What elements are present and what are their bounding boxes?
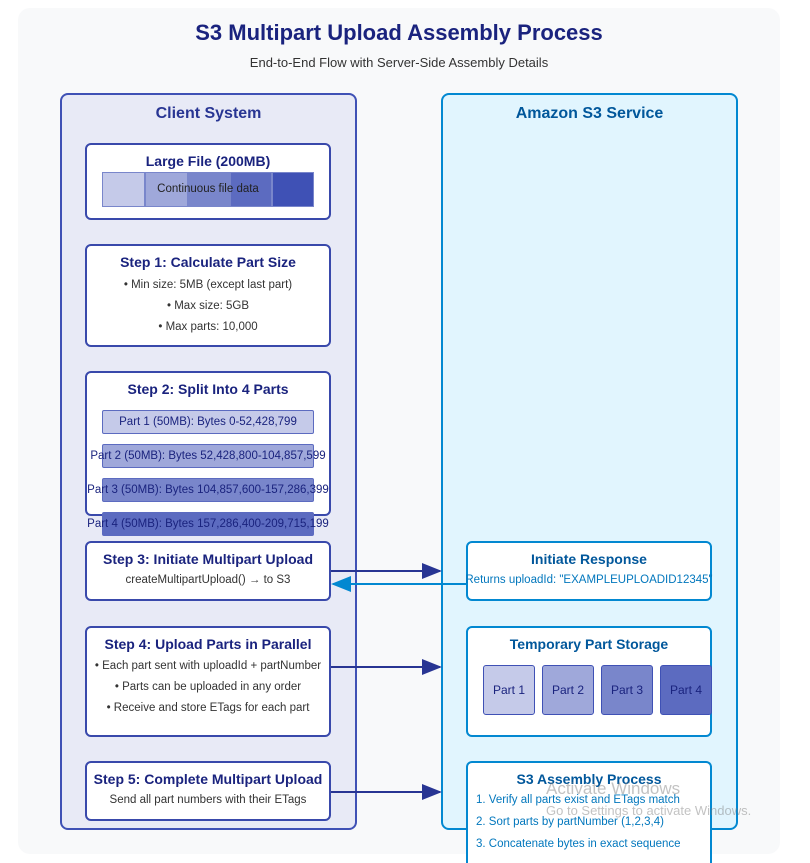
storage-part-tile-4 bbox=[660, 665, 712, 715]
client-system-title: Client System bbox=[155, 105, 262, 122]
storage-part-label-2: Part 2 bbox=[551, 683, 584, 697]
temporary-storage-title: Temporary Part Storage bbox=[509, 636, 669, 652]
step4-line-2: • Parts can be uploaded in any order bbox=[114, 681, 302, 693]
step4-line-3: • Receive and store ETags for each part bbox=[106, 702, 310, 714]
assembly-line-3: 3. Concatenate bytes in exact sequence bbox=[476, 838, 681, 850]
storage-part-tile-1 bbox=[483, 665, 535, 715]
assembly-line-2: 2. Sort parts by partNumber (1,2,3,4) bbox=[476, 816, 664, 828]
assembly-process-title: S3 Assembly Process bbox=[516, 771, 662, 787]
diagram-subtitle: End-to-End Flow with Server-Side Assembl… bbox=[249, 55, 549, 70]
initiate-response-box: Initiate Response Returns uploadId: "EXA… bbox=[465, 541, 713, 601]
step1-line-3: • Max parts: 10,000 bbox=[158, 321, 258, 333]
part-bar-2 bbox=[102, 444, 314, 468]
step3-title: Step 3: Initiate Multipart Upload bbox=[102, 551, 313, 567]
storage-part-label-4: Part 4 bbox=[669, 683, 702, 697]
storage-part-tile-2 bbox=[542, 665, 594, 715]
file-segment-2 bbox=[145, 172, 188, 207]
initiate-response-title: Initiate Response bbox=[531, 551, 647, 567]
step1-line-2: • Max size: 5GB bbox=[167, 300, 249, 312]
diagram-title: S3 Multipart Upload Assembly Process bbox=[195, 20, 603, 45]
step2-title: Step 2: Split Into 4 Parts bbox=[127, 381, 289, 397]
s3-service-title: Amazon S3 Service bbox=[515, 105, 664, 122]
file-segment-3 bbox=[188, 172, 230, 207]
file-segment-1 bbox=[102, 172, 145, 207]
part-label-3: Part 3 (50MB): Bytes 104,857,600-157,286… bbox=[87, 484, 329, 496]
part-bar-1 bbox=[102, 410, 314, 434]
step3-box: Step 3: Initiate Multipart Upload create… bbox=[85, 541, 331, 601]
file-data-label: Continuous file data bbox=[157, 183, 259, 195]
step1-box: Step 1: Calculate Part Size • Min size: … bbox=[85, 244, 331, 347]
file-segment-4 bbox=[230, 172, 272, 207]
step1-title: Step 1: Calculate Part Size bbox=[120, 254, 296, 270]
step5-box: Step 5: Complete Multipart Upload Send a… bbox=[85, 761, 331, 821]
initiate-response-line: Returns uploadId: "EXAMPLEUPLOADID12345" bbox=[465, 574, 713, 586]
step4-line-1: • Each part sent with uploadId + partNum… bbox=[94, 660, 322, 672]
step3-line-1: createMultipartUpload() → to S3 bbox=[125, 574, 291, 586]
assembly-line-1: 1. Verify all parts exist and ETags matc… bbox=[476, 794, 680, 806]
step1-line-1: • Min size: 5MB (except last part) bbox=[123, 279, 293, 291]
activate-windows-watermark: Activate Windows bbox=[546, 779, 681, 798]
large-file-title: Large File (200MB) bbox=[145, 153, 271, 169]
step5-title: Step 5: Complete Multipart Upload bbox=[93, 771, 323, 787]
part-bar-3 bbox=[102, 478, 314, 502]
assembly-process-box: S3 Assembly Process 1. Verify all parts … bbox=[466, 761, 712, 863]
step5-line-1: Send all part numbers with their ETags bbox=[109, 794, 307, 806]
activate-windows-subtext: Go to Settings to activate Windows. bbox=[546, 803, 752, 818]
storage-part-label-1: Part 1 bbox=[492, 683, 525, 697]
part-label-1: Part 1 (50MB): Bytes 0-52,428,799 bbox=[119, 416, 297, 428]
part-bar-4 bbox=[102, 512, 314, 536]
step4-box: Step 4: Upload Parts in Parallel • Each … bbox=[85, 626, 331, 737]
storage-part-label-3: Part 3 bbox=[610, 683, 643, 697]
file-segment-5 bbox=[272, 172, 314, 207]
step4-title: Step 4: Upload Parts in Parallel bbox=[104, 636, 312, 652]
part-label-4: Part 4 (50MB): Bytes 157,286,400-209,715… bbox=[87, 518, 329, 530]
part-label-2: Part 2 (50MB): Bytes 52,428,800-104,857,… bbox=[90, 450, 326, 462]
storage-part-tile-3 bbox=[601, 665, 653, 715]
